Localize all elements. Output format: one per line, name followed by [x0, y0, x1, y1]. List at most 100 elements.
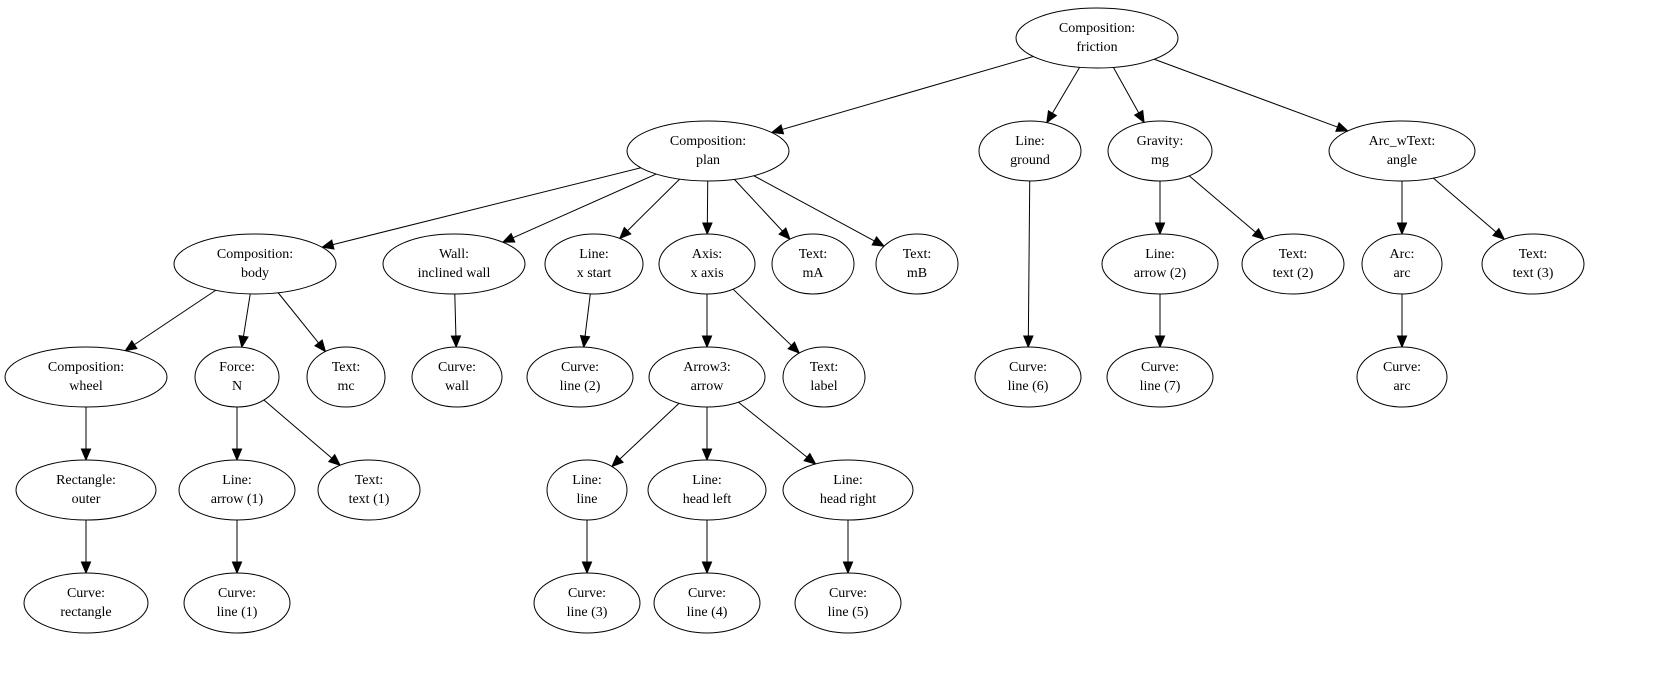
node-ellipse[interactable] — [1356, 346, 1448, 408]
graph-node-label[interactable]: Text:label — [782, 346, 866, 408]
node-ellipse[interactable] — [23, 572, 149, 634]
node-ellipse[interactable] — [382, 233, 526, 295]
graph-node-text1[interactable]: Text:text (1) — [317, 459, 421, 521]
node-ellipse[interactable] — [1328, 120, 1476, 182]
node-ellipse[interactable] — [1106, 346, 1214, 408]
node-ellipse[interactable] — [1107, 120, 1213, 182]
edge-line — [242, 293, 251, 337]
graph-node-outer[interactable]: Rectangle:outer — [15, 459, 157, 521]
node-ellipse[interactable] — [4, 346, 168, 408]
graph-node-mA[interactable]: Text:mA — [771, 233, 855, 295]
node-type-label: Gravity: — [1137, 134, 1184, 149]
edge-line — [277, 292, 319, 344]
graph-node-xaxis[interactable]: Axis:x axis — [658, 233, 756, 295]
node-ellipse[interactable] — [183, 572, 291, 634]
node-ellipse[interactable] — [1361, 233, 1443, 295]
node-ellipse[interactable] — [647, 459, 767, 521]
node-ellipse[interactable] — [194, 346, 280, 408]
node-type-label: Force: — [219, 360, 255, 375]
graph-edge — [501, 173, 657, 243]
node-name-label: plan — [696, 153, 720, 168]
graph-node-mc[interactable]: Text:mc — [306, 346, 386, 408]
arrowhead-icon — [579, 335, 591, 349]
graph-node-arrow2[interactable]: Line:arrow (2) — [1101, 233, 1219, 295]
node-ellipse[interactable] — [771, 233, 855, 295]
arrowhead-icon — [842, 561, 854, 575]
graph-node-curvewall[interactable]: Curve:wall — [411, 346, 503, 408]
graph-node-arc[interactable]: Arc:arc — [1361, 233, 1443, 295]
arrowhead-icon — [770, 124, 785, 135]
graph-node-wheel[interactable]: Composition:wheel — [4, 346, 168, 408]
node-ellipse[interactable] — [1481, 233, 1585, 295]
graph-node-line5[interactable]: Curve:line (5) — [794, 572, 902, 634]
node-ellipse[interactable] — [173, 233, 337, 295]
graph-node-mB[interactable]: Text:mB — [875, 233, 959, 295]
node-type-label: Curve: — [218, 586, 256, 601]
node-ellipse[interactable] — [526, 346, 634, 408]
node-ellipse[interactable] — [411, 346, 503, 408]
node-ellipse[interactable] — [544, 233, 644, 295]
node-name-label: text (2) — [1273, 266, 1314, 281]
graph-node-plan[interactable]: Composition:plan — [626, 120, 790, 182]
graph-node-arrow3[interactable]: Arrow3:arrow — [648, 346, 766, 408]
graph-node-line6[interactable]: Curve:line (6) — [974, 346, 1082, 408]
graph-node-lineline[interactable]: Line:line — [546, 459, 628, 521]
node-ellipse[interactable] — [546, 459, 628, 521]
graph-node-angle[interactable]: Arc_wText:angle — [1328, 120, 1476, 182]
graph-node-headleft[interactable]: Line:head left — [647, 459, 767, 521]
node-ellipse[interactable] — [15, 459, 157, 521]
graph-node-friction[interactable]: Composition:friction — [1015, 7, 1179, 69]
node-ellipse[interactable] — [974, 346, 1082, 408]
graph-node-body[interactable]: Composition:body — [173, 233, 337, 295]
node-ellipse[interactable] — [782, 346, 866, 408]
node-ellipse[interactable] — [794, 572, 902, 634]
node-type-label: Line: — [692, 473, 722, 488]
graph-edge — [1396, 294, 1408, 349]
graph-node-line3[interactable]: Curve:line (3) — [533, 572, 641, 634]
graph-node-ground[interactable]: Line:ground — [978, 120, 1082, 182]
node-name-label: outer — [72, 492, 101, 507]
graph-node-headright[interactable]: Line:head right — [782, 459, 914, 521]
graph-node-forceN[interactable]: Force:N — [194, 346, 280, 408]
graph-node-arrow1[interactable]: Line:arrow (1) — [178, 459, 296, 521]
node-ellipse[interactable] — [178, 459, 296, 521]
node-name-label: line (5) — [828, 605, 869, 620]
graph-node-xstart[interactable]: Line:x start — [544, 233, 644, 295]
arrowhead-icon — [618, 226, 632, 240]
node-ellipse[interactable] — [626, 120, 790, 182]
node-ellipse[interactable] — [306, 346, 386, 408]
edge-line — [782, 56, 1034, 130]
node-ellipse[interactable] — [648, 346, 766, 408]
graph-node-line1[interactable]: Curve:line (1) — [183, 572, 291, 634]
node-ellipse[interactable] — [533, 572, 641, 634]
graph-node-text2[interactable]: Text: text (2) — [1241, 233, 1345, 295]
node-ellipse[interactable] — [658, 233, 756, 295]
graph-node-line7[interactable]: Curve:line (7) — [1106, 346, 1214, 408]
node-ellipse[interactable] — [875, 233, 959, 295]
graph-node-line2[interactable]: Curve:line (2) — [526, 346, 634, 408]
graph-node-curvearc[interactable]: Curve:arc — [1356, 346, 1448, 408]
edge-line — [1112, 67, 1140, 114]
graph-node-mg[interactable]: Gravity:mg — [1107, 120, 1213, 182]
graph-node-text3[interactable]: Text:text (3) — [1481, 233, 1585, 295]
graph-edge — [263, 399, 342, 467]
arrowhead-icon — [1251, 227, 1265, 241]
node-ellipse[interactable] — [1101, 233, 1219, 295]
node-ellipse[interactable] — [653, 572, 761, 634]
node-ellipse[interactable] — [1015, 7, 1179, 69]
node-ellipse[interactable] — [978, 120, 1082, 182]
node-ellipse[interactable] — [1241, 233, 1345, 295]
graph-node-line4[interactable]: Curve:line (4) — [653, 572, 761, 634]
node-type-label: Line: — [579, 247, 609, 262]
arrowhead-icon — [702, 222, 713, 236]
graph-node-rectangle[interactable]: Curve:rectangle — [23, 572, 149, 634]
graph-node-wall[interactable]: Wall:inclined wall — [382, 233, 526, 295]
node-name-label: arrow — [691, 379, 725, 394]
node-name-label: angle — [1387, 153, 1417, 168]
edge-line — [1051, 67, 1081, 114]
node-type-label: Text: — [1279, 247, 1308, 262]
node-ellipse[interactable] — [317, 459, 421, 521]
graph-edge — [738, 401, 817, 465]
node-ellipse[interactable] — [782, 459, 914, 521]
